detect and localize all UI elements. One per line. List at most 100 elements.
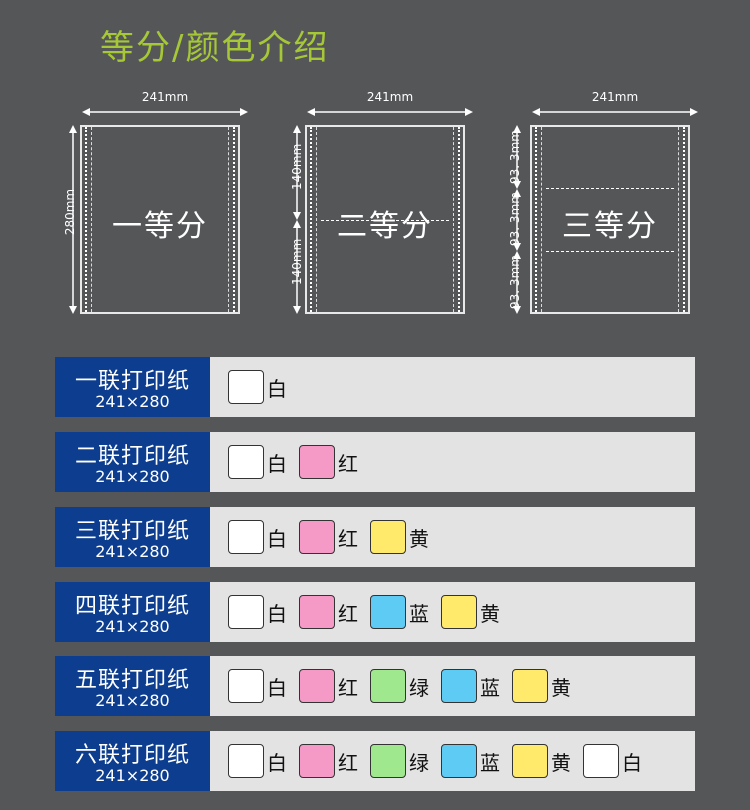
color-label: 红	[338, 451, 358, 476]
color-label: 白	[267, 750, 287, 775]
color-swatch: 红	[299, 669, 358, 703]
color-box	[299, 744, 335, 778]
paper-sheet: 一等分	[80, 125, 240, 314]
color-swatch: 绿	[370, 744, 429, 778]
color-swatch: 白	[228, 445, 287, 479]
color-swatches: 白 红黄	[228, 519, 441, 555]
color-label: 白	[267, 675, 287, 700]
color-box	[228, 520, 264, 554]
paper-size: 241×280	[95, 467, 170, 486]
paper-type-name: 四联打印纸	[74, 594, 190, 619]
color-box	[370, 669, 406, 703]
paper-size: 241×280	[95, 617, 170, 636]
color-swatches: 白	[228, 369, 299, 405]
paper-sheet: 二等分	[305, 125, 465, 314]
color-box	[441, 744, 477, 778]
paper-size: 241×280	[95, 542, 170, 561]
color-box	[441, 669, 477, 703]
color-box	[228, 445, 264, 479]
part-label: 93. 3mm	[508, 255, 522, 309]
color-swatch: 白	[228, 669, 287, 703]
color-box	[299, 445, 335, 479]
color-box	[228, 744, 264, 778]
paper-size: 241×280	[95, 766, 170, 785]
color-label: 黄	[551, 750, 571, 775]
paper-type-name: 三联打印纸	[74, 519, 190, 544]
color-swatch: 蓝	[370, 595, 429, 629]
paper-type-name: 一联打印纸	[74, 369, 190, 394]
color-label: 白	[622, 750, 642, 775]
color-swatch: 白	[228, 370, 287, 404]
height-label: 280mm	[63, 188, 77, 236]
color-box	[583, 744, 619, 778]
color-swatches: 白红绿蓝黄白	[228, 743, 654, 779]
split-line	[546, 188, 674, 189]
color-label: 白	[267, 526, 287, 551]
dimension-arrows	[293, 108, 473, 314]
color-label: 蓝	[480, 750, 500, 775]
color-swatch: 蓝	[441, 744, 500, 778]
diagram-one-part: 241mm 280mm 一等分	[63, 90, 248, 320]
color-label: 红	[338, 526, 358, 551]
color-box	[370, 744, 406, 778]
page-title: 等分/颜色介绍	[100, 28, 330, 68]
paper-sheet: 三等分	[530, 125, 690, 314]
color-box	[228, 370, 264, 404]
color-label: 白	[267, 601, 287, 626]
diagram-two-part: 241mm 140mm 140mm 二等分	[290, 90, 473, 320]
color-label: 绿	[409, 675, 429, 700]
color-box	[228, 669, 264, 703]
part-label: 93. 3mm	[508, 130, 522, 184]
color-swatches: 白红 绿 蓝 黄	[228, 668, 583, 704]
color-label: 黄	[480, 601, 500, 626]
color-box	[441, 595, 477, 629]
width-label: 241mm	[366, 90, 414, 104]
color-box	[228, 595, 264, 629]
color-box	[370, 520, 406, 554]
part-label: 93. 3mm	[508, 192, 522, 246]
color-swatch: 黄	[441, 595, 500, 629]
color-swatch: 黄	[512, 669, 571, 703]
color-label: 白	[267, 451, 287, 476]
dimension-arrows	[69, 108, 248, 314]
color-label: 蓝	[480, 675, 500, 700]
color-swatch: 白	[583, 744, 642, 778]
color-label: 红	[338, 750, 358, 775]
width-label: 241mm	[141, 90, 189, 104]
color-swatch: 黄	[512, 744, 571, 778]
color-label: 黄	[551, 675, 571, 700]
color-swatch: 红	[299, 744, 358, 778]
color-label: 蓝	[409, 601, 429, 626]
color-swatches: 白红 蓝 黄	[228, 594, 512, 630]
paper-size: 241×280	[95, 691, 170, 710]
diagram-three-part: 241mm 93. 3mm 93. 3mm 93. 3mm 三等分	[508, 90, 698, 320]
part-label: 140mm	[290, 143, 304, 190]
part-label: 140mm	[290, 238, 304, 285]
color-swatch: 白	[228, 744, 287, 778]
center-label: 三等分	[562, 209, 658, 244]
color-label: 白	[267, 376, 287, 401]
paper-type-name: 五联打印纸	[74, 668, 190, 693]
center-label: 一等分	[112, 209, 208, 244]
color-swatch: 黄	[370, 520, 429, 554]
split-line	[321, 220, 449, 221]
color-box	[370, 595, 406, 629]
paper-size: 241×280	[95, 392, 170, 411]
color-swatch: 蓝	[441, 669, 500, 703]
color-swatch: 白	[228, 520, 287, 554]
color-box	[299, 520, 335, 554]
color-swatch: 红	[299, 595, 358, 629]
color-swatch: 绿	[370, 669, 429, 703]
color-box	[299, 669, 335, 703]
color-label: 绿	[409, 750, 429, 775]
